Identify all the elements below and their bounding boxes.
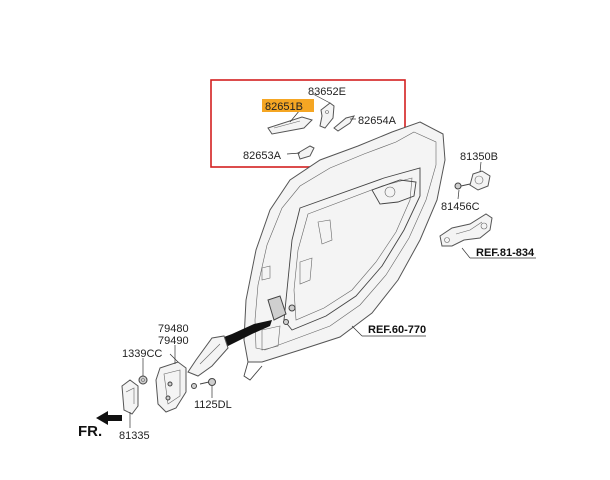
door-hinge-79490[interactable] (155, 361, 187, 413)
label-81456C: 81456C (441, 201, 480, 213)
screw-81456C[interactable] (454, 182, 471, 190)
door-checker-79480[interactable] (187, 335, 229, 377)
bolt-1125DL[interactable] (191, 378, 216, 389)
label-82654A: 82654A (358, 115, 397, 127)
handle-cover-83652E[interactable] (319, 102, 335, 129)
handle-cap-82654A[interactable] (333, 115, 356, 132)
label-81335: 81335 (119, 430, 150, 442)
highlight-label-82651B (262, 99, 314, 112)
label-82651B: 82651B (265, 101, 303, 113)
front-arrow-icon (96, 411, 122, 425)
assembly-arrow (216, 320, 272, 350)
door-latch-81350B[interactable] (469, 170, 491, 191)
leader-lines (129, 93, 536, 428)
ref-60-770: REF.60-770 (368, 324, 426, 336)
label-79480: 79480 (158, 323, 189, 335)
label-79490: 79490 (158, 335, 189, 347)
ref-81-834: REF.81-834 (476, 247, 535, 259)
label-1339CC: 1339CC (122, 348, 162, 360)
bolt-1339CC[interactable] (138, 375, 148, 385)
highlight-box (210, 79, 406, 168)
handle-bracket-82653A[interactable] (297, 145, 315, 160)
rear-door-panel[interactable] (243, 121, 446, 381)
label-82653A: 82653A (243, 150, 282, 162)
label-81350B: 81350B (460, 151, 498, 163)
label-83652E: 83652E (308, 86, 346, 98)
label-1125DL: 1125DL (194, 399, 232, 411)
door-lock-assembly[interactable] (439, 213, 493, 247)
front-direction-label: FR. (78, 423, 102, 440)
door-stopper-81335[interactable] (121, 379, 139, 415)
outside-handle-82651B[interactable] (267, 116, 313, 135)
